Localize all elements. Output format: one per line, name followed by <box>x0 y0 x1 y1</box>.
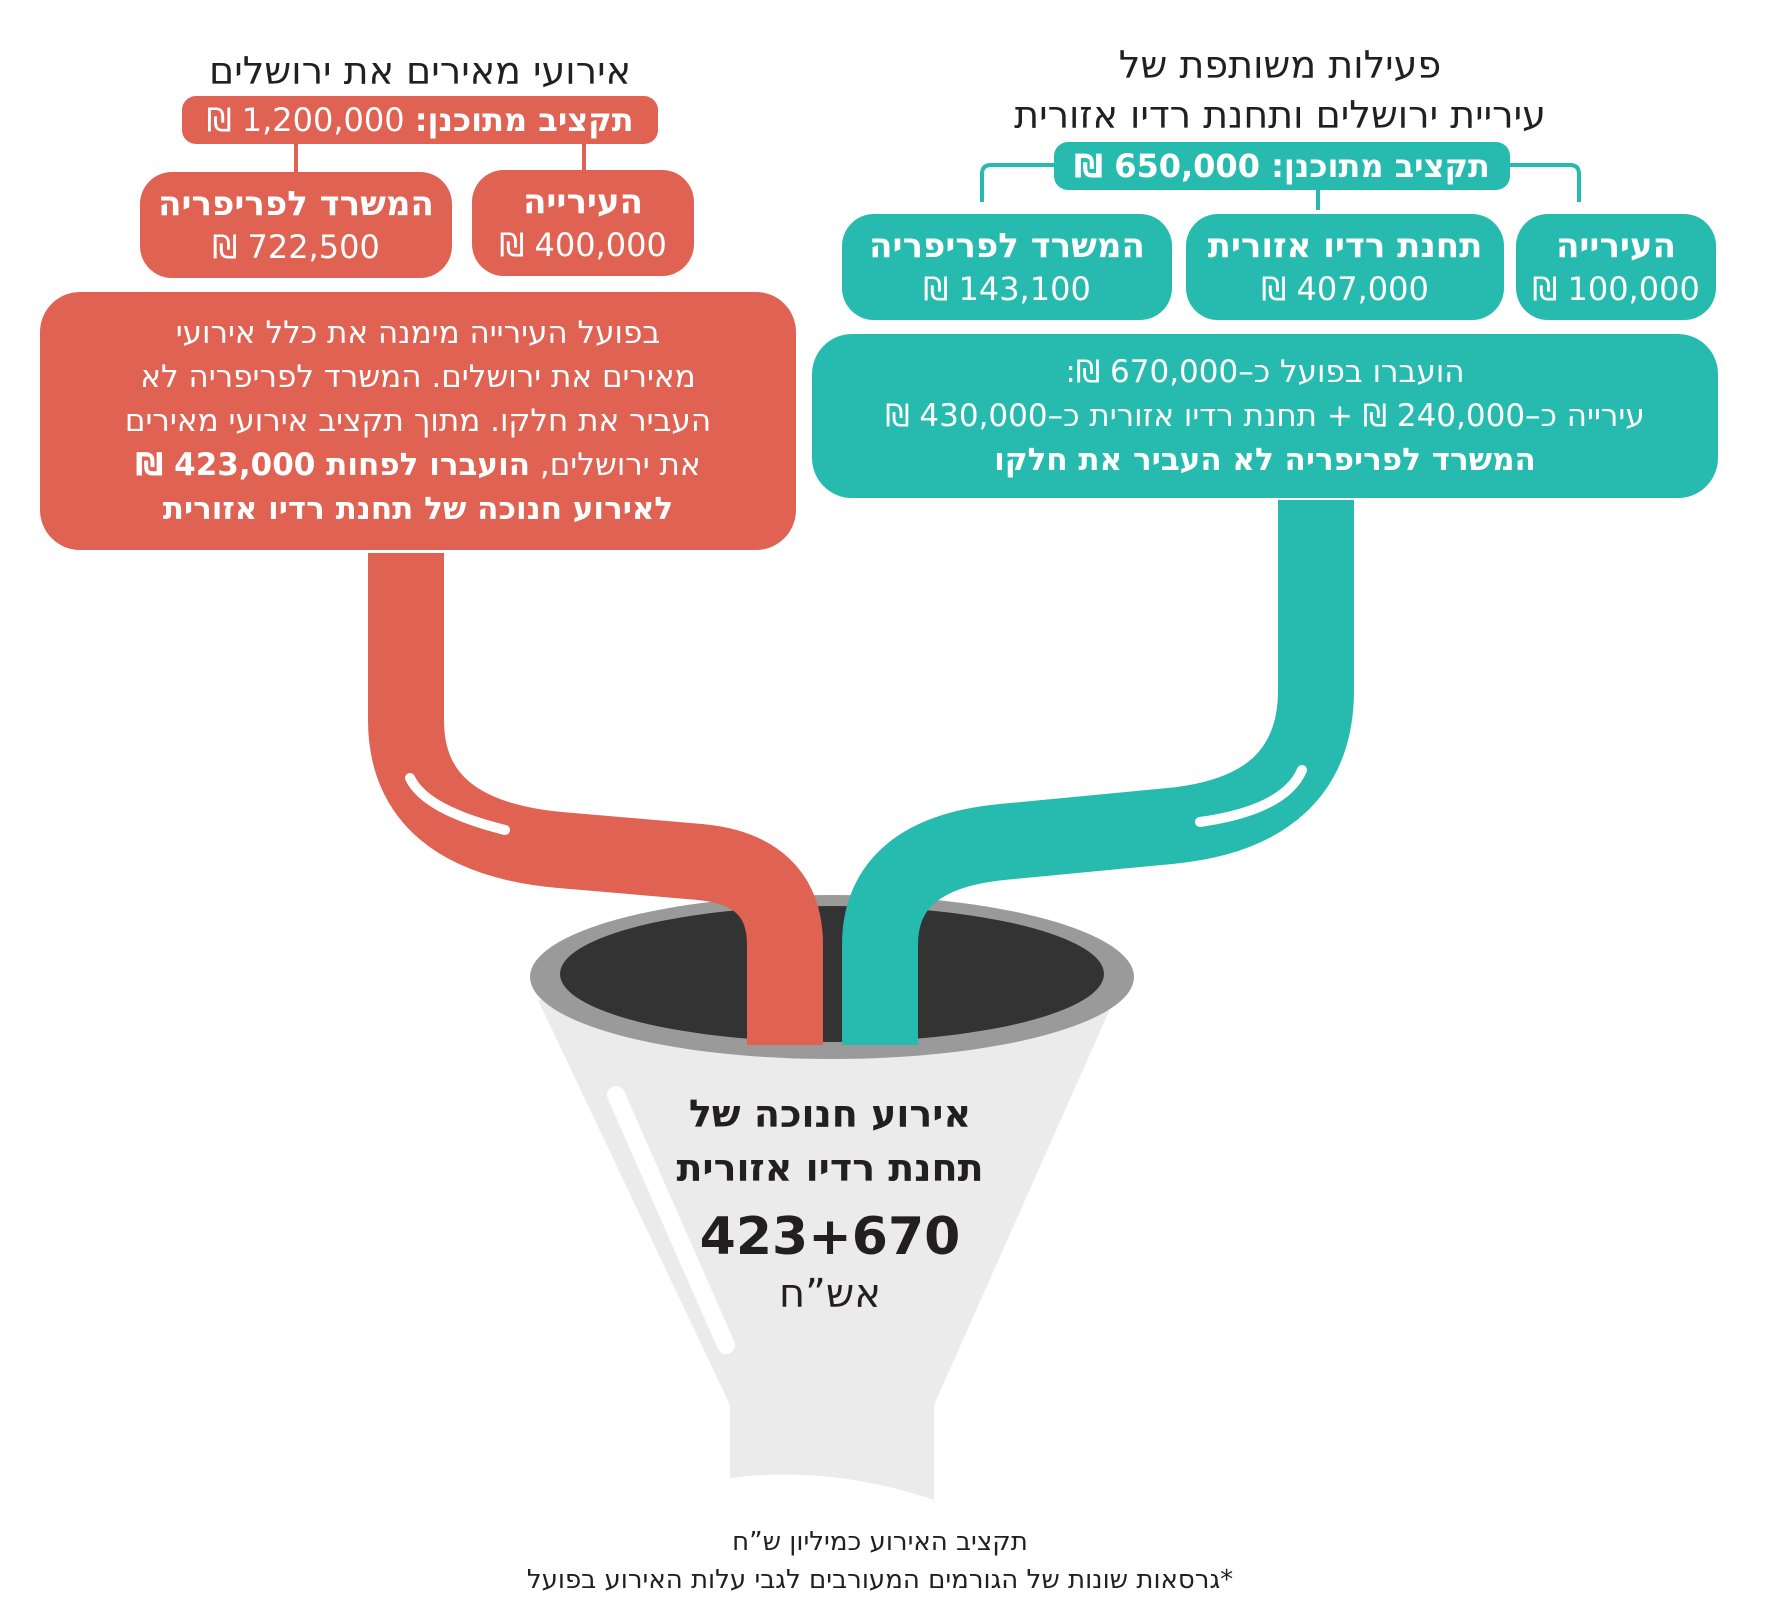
left-desc-line4-bold: הועברו לפחות 423,000 ₪ <box>135 447 531 483</box>
box-amount: 407,000 ₪ <box>1261 270 1429 308</box>
left-desc-line3: העביר את חלקו. מתוך תקציב אירועי מאירים <box>124 403 712 439</box>
right-box-periphery-ministry: המשרד לפריפריה 143,100 ₪ <box>842 214 1172 320</box>
funnel-event-line1: אירוע חנוכה של <box>688 1092 972 1136</box>
funnel-opening <box>560 906 1104 1042</box>
right-budget-label: תקציב מתוכנן: <box>1271 147 1490 185</box>
right-description: הועברו בפועל כ–670,000 ₪: עירייה כ–240,0… <box>812 334 1718 498</box>
box-amount: 722,500 ₪ <box>212 228 380 266</box>
left-desc-line4-plain: את ירושלים, <box>539 447 701 483</box>
right-planned-budget: תקציב מתוכנן: 650,000 ₪ <box>1054 142 1510 190</box>
right-desc-line1: הועברו בפועל כ–670,000 ₪: <box>1065 354 1465 390</box>
right-title-line2: עיריית ירושלים ותחנת רדיו אזורית <box>1014 93 1546 137</box>
left-desc-line5-bold: לאירוע חנוכה של תחנת רדיו אזורית <box>162 491 674 527</box>
funnel-body <box>538 1000 1114 1500</box>
left-budget-value: 1,200,000 ₪ <box>206 101 405 139</box>
right-title-line1: פעילות משותפת של <box>1118 43 1442 87</box>
left-budget-label: תקציב מתוכנן: <box>414 101 634 139</box>
box-name: המשרד לפריפריה <box>158 184 434 224</box>
right-connector <box>980 163 1581 210</box>
box-amount: 143,100 ₪ <box>923 270 1091 308</box>
right-desc-line3-bold: המשרד לפריפריה לא העביר את חלקו <box>994 442 1536 478</box>
right-budget-value: 650,000 ₪ <box>1074 147 1260 185</box>
right-desc-line2: עירייה כ–240,000 ₪ + תחנת רדיו אזורית כ–… <box>885 398 1645 434</box>
funnel-total: 423+670 <box>699 1207 961 1267</box>
footnote-line2: *גרסאות שונות של הגורמים המעורבים לגבי ע… <box>526 1565 1234 1595</box>
left-pipe <box>368 553 823 1045</box>
funnel-event-line2: תחנת רדיו אזורית <box>676 1146 984 1190</box>
box-amount: 400,000 ₪ <box>499 226 667 264</box>
left-planned-budget: תקציב מתוכנן: 1,200,000 ₪ <box>182 96 658 144</box>
left-box-periphery-ministry: המשרד לפריפריה 722,500 ₪ <box>140 172 452 278</box>
funnel-highlight <box>607 1086 735 1354</box>
left-connector <box>294 143 586 172</box>
left-desc-line4: את ירושלים, הועברו לפחות 423,000 ₪ <box>40 443 796 487</box>
right-pipe-highlight <box>1195 765 1307 827</box>
footnote-line1: תקציב האירוע כמיליון ש”ח <box>732 1527 1028 1557</box>
left-description: בפועל העירייה מימנה את כלל אירועי מאירים… <box>40 292 796 550</box>
right-box-radio-station: תחנת רדיו אזורית 407,000 ₪ <box>1186 214 1504 320</box>
box-amount: 100,000 ₪ <box>1532 270 1700 308</box>
box-name: המשרד לפריפריה <box>869 226 1145 266</box>
left-title: אירועי מאירים את ירושלים <box>208 49 631 93</box>
left-box-municipality: העירייה 400,000 ₪ <box>472 170 694 276</box>
right-box-municipality: העירייה 100,000 ₪ <box>1516 214 1716 320</box>
right-pipe <box>842 500 1354 1045</box>
left-desc-line1: בפועל העירייה מימנה את כלל אירועי <box>175 315 661 351</box>
funnel-unit: אש”ח <box>779 1271 881 1317</box>
left-pipe-highlight <box>405 773 510 835</box>
box-name: העירייה <box>1556 226 1676 266</box>
left-desc-line2: מאירים את ירושלים. המשרד לפריפריה לא <box>140 359 696 395</box>
box-name: העירייה <box>523 182 643 222</box>
box-name: תחנת רדיו אזורית <box>1207 226 1483 266</box>
